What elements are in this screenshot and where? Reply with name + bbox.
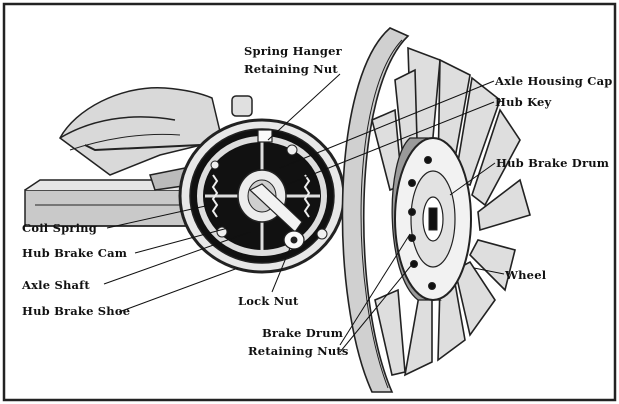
label-axle-housing-cap: Axle Housing Cap [494, 74, 612, 88]
label-lock-nut: Lock Nut [238, 294, 299, 308]
brake-backing-plate [180, 120, 344, 272]
label-brake-drum-2: Retaining Nuts [248, 344, 349, 358]
label-axle-shaft: Axle Shaft [21, 278, 90, 292]
label-brake-drum-1: Brake Drum [262, 326, 343, 340]
label-hub-brake-drum: Hub Brake Drum [496, 156, 609, 170]
label-spring-hanger-1: Spring Hanger [244, 44, 343, 58]
label-hub-brake-cam: Hub Brake Cam [22, 246, 127, 260]
label-hub-brake-shoe: Hub Brake Shoe [22, 304, 130, 318]
label-spring-hanger-2: Retaining Nut [244, 62, 338, 76]
label-hub-key: Hub Key [495, 95, 552, 109]
hub-brake-drum [392, 138, 471, 300]
label-wheel: Wheel [504, 268, 547, 282]
label-coil-spring: Coil Spring [22, 221, 97, 235]
